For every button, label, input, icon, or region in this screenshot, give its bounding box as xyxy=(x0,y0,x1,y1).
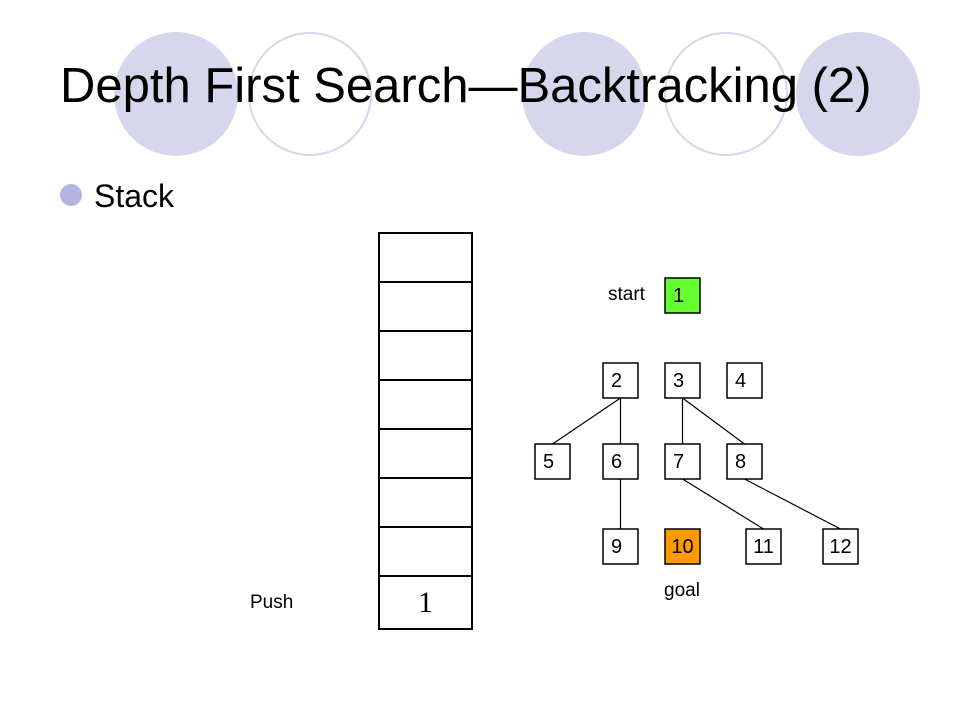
tree-node-10: 10 xyxy=(664,528,701,565)
tree-edges xyxy=(552,397,841,530)
stack-cell xyxy=(380,381,471,430)
tree-node-8: 8 xyxy=(726,443,763,480)
tree-node-label: 5 xyxy=(543,451,554,473)
decor-circle xyxy=(796,32,920,156)
tree-edge-8-12 xyxy=(744,478,841,530)
tree-node-11: 11 xyxy=(745,528,782,565)
tree-node-label: 8 xyxy=(735,451,746,473)
bullet-dot-icon xyxy=(60,184,82,206)
decor-circle xyxy=(114,32,238,156)
tree-node-label: 1 xyxy=(673,285,684,307)
tree-node-7: 7 xyxy=(664,443,701,480)
stack-cell xyxy=(380,479,471,528)
tree-node-box xyxy=(726,362,763,399)
tree-node-9: 9 xyxy=(602,528,639,565)
tree-node-box xyxy=(664,362,701,399)
tree-node-6: 6 xyxy=(602,443,639,480)
tree-node-box xyxy=(602,362,639,399)
stack: 1 xyxy=(378,232,473,630)
stack-cell-top: 1 xyxy=(380,577,471,628)
stack-cell xyxy=(380,430,471,479)
tree-node-label: 3 xyxy=(673,370,684,392)
tree-node-1: 1 xyxy=(664,277,701,314)
tree-node-box xyxy=(822,528,859,565)
stack-cell-value: 1 xyxy=(418,585,433,619)
push-label: Push xyxy=(250,592,294,613)
bullet-text: Stack xyxy=(94,178,175,214)
decor-ring xyxy=(664,32,788,156)
tree-node-box xyxy=(664,528,701,565)
tree-node-box xyxy=(745,528,782,565)
stack-cell xyxy=(380,234,471,283)
start-label: start xyxy=(608,284,646,305)
tree-node-3: 3 xyxy=(664,362,701,399)
decor-ring xyxy=(248,32,372,156)
stack-cell xyxy=(380,528,471,577)
tree-node-box xyxy=(602,443,639,480)
tree-node-12: 12 xyxy=(822,528,859,565)
tree-node-label: 12 xyxy=(829,536,851,558)
tree-edge-3-8 xyxy=(682,397,745,445)
tree-node-label: 9 xyxy=(611,536,622,558)
tree-node-4: 4 xyxy=(726,362,763,399)
decor-circle xyxy=(522,32,646,156)
tree-node-label: 11 xyxy=(753,536,774,558)
tree-node-label: 10 xyxy=(671,536,693,558)
tree-node-box xyxy=(534,443,571,480)
tree-edge-7-11 xyxy=(682,478,764,530)
stack-cell xyxy=(380,283,471,332)
slide-title: Depth First Search—Backtracking (2) xyxy=(60,59,872,113)
stack-cell xyxy=(380,332,471,381)
tree-node-label: 7 xyxy=(673,451,684,473)
tree-node-label: 6 xyxy=(611,451,622,473)
tree-node-2: 2 xyxy=(602,362,639,399)
tree-node-box xyxy=(726,443,763,480)
tree-node-label: 2 xyxy=(611,370,622,392)
tree-node-box xyxy=(602,528,639,565)
tree-node-box xyxy=(664,443,701,480)
tree-node-box xyxy=(664,277,701,314)
tree-edge-2-5 xyxy=(552,397,621,445)
goal-label: goal xyxy=(664,580,700,601)
tree-node-label: 4 xyxy=(735,370,746,392)
tree-node-5: 5 xyxy=(534,443,571,480)
